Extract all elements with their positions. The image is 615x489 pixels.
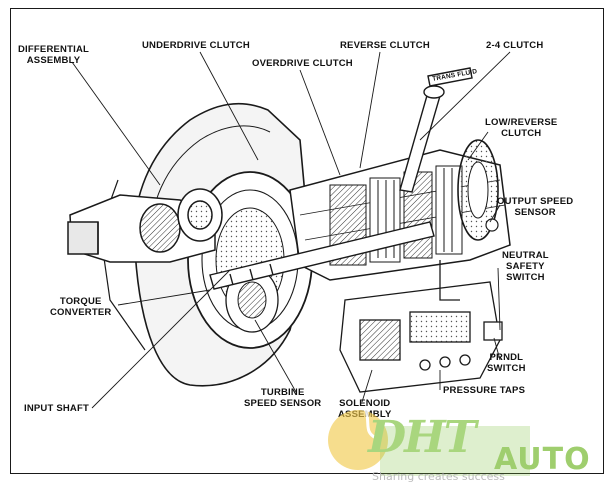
label-turbine-speed-sensor: TURBINE SPEED SENSOR (244, 387, 322, 409)
watermark-tagline: Sharing creates success (372, 470, 505, 483)
diagram-border (10, 8, 604, 474)
label-differential-assembly: DIFFERENTIAL ASSEMBLY (18, 44, 90, 66)
label-prndl-switch: PRNDL SWITCH (487, 352, 526, 374)
watermark-brand-text: auto (494, 442, 591, 477)
valve-body (339, 260, 503, 393)
differential-housing (67, 188, 223, 263)
output-gear (457, 139, 499, 241)
label-output-speed-sensor: OUTPUT SPEED SENSOR (497, 196, 574, 218)
label-underdrive-clutch: UNDERDRIVE CLUTCH (142, 40, 250, 51)
label-torque-converter: TORQUE CONVERTER (50, 296, 112, 318)
watermark: DHT auto Sharing creates success (318, 404, 608, 486)
dipstick-tube (399, 67, 473, 193)
watermark-logo-text: DHT (368, 412, 476, 463)
label-input-shaft: INPUT SHAFT (24, 403, 90, 414)
label-neutral-safety-switch: NEUTRAL SAFETY SWITCH (502, 250, 549, 283)
input-shaft (209, 221, 435, 290)
watermark-logo-icon (328, 409, 530, 476)
label-pressure-taps: PRESSURE TAPS (443, 385, 526, 396)
label-overdrive-clutch: OVERDRIVE CLUTCH (252, 58, 353, 69)
label-reverse-clutch: REVERSE CLUTCH (340, 40, 430, 51)
label-2-4-clutch: 2-4 CLUTCH (486, 40, 544, 51)
label-low-reverse-clutch: LOW/REVERSE CLUTCH (485, 117, 558, 139)
leader-lines (71, 51, 511, 409)
